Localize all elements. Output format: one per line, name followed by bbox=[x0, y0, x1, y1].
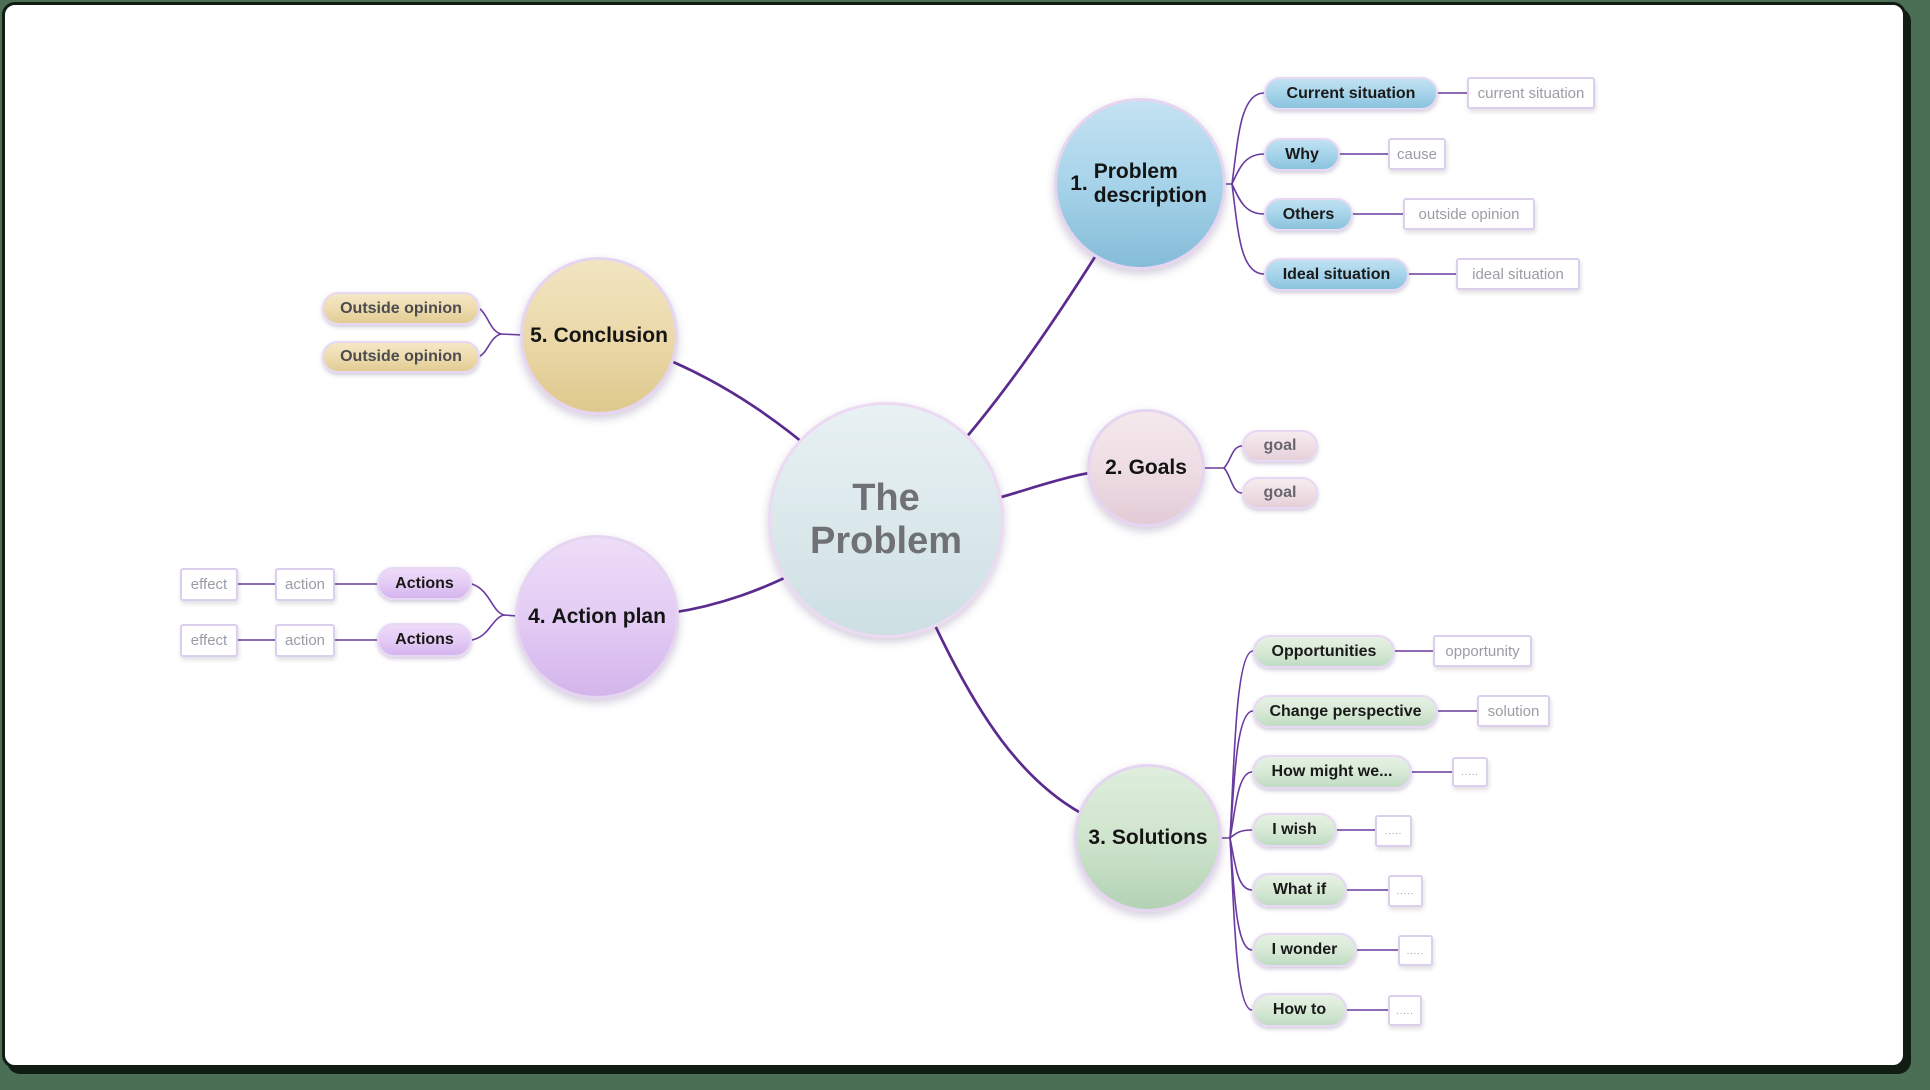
node-label: Current situation bbox=[1286, 84, 1416, 102]
note-others[interactable]: outside opinion bbox=[1403, 198, 1535, 230]
note-label: ..... bbox=[1406, 945, 1425, 956]
node-label: I wish bbox=[1272, 821, 1317, 838]
node-label: How might we... bbox=[1271, 763, 1393, 780]
node-root[interactable]: The Problem bbox=[768, 402, 1004, 638]
node-opportunities[interactable]: Opportunities bbox=[1253, 635, 1395, 668]
node-problem-description[interactable]: 1. Problem description bbox=[1054, 98, 1226, 270]
node-label: The Problem bbox=[809, 477, 963, 562]
node-label: Opportunities bbox=[1271, 642, 1377, 660]
node-change-perspective[interactable]: Change perspective bbox=[1253, 695, 1438, 728]
note-what-if[interactable]: ..... bbox=[1388, 875, 1423, 907]
node-actions-1[interactable]: Actions bbox=[377, 567, 472, 600]
node-number: 1. bbox=[1070, 172, 1088, 195]
node-number: 4. bbox=[528, 605, 546, 628]
note-opportunities[interactable]: opportunity bbox=[1433, 635, 1532, 667]
node-ideal-situation[interactable]: Ideal situation bbox=[1264, 258, 1409, 291]
node-label: Goals bbox=[1128, 456, 1187, 479]
note-label: ..... bbox=[1384, 826, 1403, 836]
node-how-might-we[interactable]: How might we... bbox=[1252, 755, 1412, 789]
node-number: 3. bbox=[1088, 826, 1106, 849]
note-label: current situation bbox=[1477, 84, 1585, 102]
note-effect-2[interactable]: effect bbox=[180, 624, 238, 657]
node-i-wonder[interactable]: I wonder bbox=[1252, 933, 1357, 967]
node-outside-opinion-1[interactable]: Outside opinion bbox=[322, 292, 480, 325]
node-label: What if bbox=[1272, 881, 1327, 898]
note-label: outside opinion bbox=[1418, 205, 1520, 223]
node-label: Others bbox=[1282, 205, 1335, 223]
node-label: Outside opinion bbox=[340, 299, 462, 317]
node-label: goal bbox=[1263, 484, 1297, 501]
node-label: Ideal situation bbox=[1282, 265, 1391, 283]
note-label: opportunity bbox=[1445, 642, 1520, 660]
node-label: Change perspective bbox=[1269, 702, 1422, 720]
note-i-wonder[interactable]: ..... bbox=[1398, 935, 1433, 966]
node-goal-2[interactable]: goal bbox=[1242, 477, 1318, 509]
node-label: How to bbox=[1272, 1001, 1327, 1018]
node-label: Why bbox=[1285, 145, 1319, 163]
node-label: Problem description bbox=[1093, 159, 1207, 207]
note-label: ..... bbox=[1396, 886, 1415, 896]
note-change-perspective[interactable]: solution bbox=[1477, 695, 1550, 727]
note-label: action bbox=[284, 576, 326, 593]
node-label: I wonder bbox=[1271, 941, 1338, 958]
node-label: Conclusion bbox=[553, 324, 668, 347]
note-action-1[interactable]: action bbox=[275, 568, 335, 601]
note-label: effect bbox=[190, 632, 228, 649]
node-goal-1[interactable]: goal bbox=[1242, 430, 1318, 462]
node-number: 5. bbox=[530, 324, 548, 347]
note-label: ..... bbox=[1461, 767, 1479, 777]
node-actions-2[interactable]: Actions bbox=[377, 623, 472, 657]
note-i-wish[interactable]: ..... bbox=[1375, 815, 1412, 847]
note-effect-1[interactable]: effect bbox=[180, 568, 238, 601]
node-label: Action plan bbox=[551, 605, 666, 628]
note-label: effect bbox=[190, 576, 228, 593]
node-label: goal bbox=[1263, 437, 1297, 454]
note-current-situation[interactable]: current situation bbox=[1467, 77, 1595, 109]
node-outside-opinion-2[interactable]: Outside opinion bbox=[322, 341, 480, 373]
note-how-might-we[interactable]: ..... bbox=[1452, 757, 1488, 787]
note-label: cause bbox=[1396, 145, 1438, 163]
node-what-if[interactable]: What if bbox=[1252, 873, 1347, 907]
node-conclusion[interactable]: 5. Conclusion bbox=[520, 257, 678, 415]
node-current-situation[interactable]: Current situation bbox=[1264, 77, 1438, 110]
note-how-to[interactable]: ..... bbox=[1388, 995, 1422, 1026]
node-why[interactable]: Why bbox=[1264, 138, 1340, 171]
note-label: action bbox=[284, 632, 326, 649]
note-label: solution bbox=[1487, 702, 1540, 720]
note-label: ideal situation bbox=[1472, 265, 1564, 283]
node-label: Actions bbox=[395, 631, 454, 648]
node-others[interactable]: Others bbox=[1264, 198, 1353, 231]
node-action-plan[interactable]: 4. Action plan bbox=[515, 535, 679, 699]
node-goals[interactable]: 2. Goals bbox=[1087, 409, 1205, 527]
node-label: Solutions bbox=[1111, 826, 1208, 849]
note-action-2[interactable]: action bbox=[275, 624, 335, 657]
node-label: Actions bbox=[395, 574, 454, 592]
node-solutions[interactable]: 3. Solutions bbox=[1074, 764, 1222, 912]
node-how-to[interactable]: How to bbox=[1252, 993, 1347, 1027]
note-label: ..... bbox=[1396, 1005, 1414, 1016]
note-why[interactable]: cause bbox=[1388, 138, 1446, 170]
node-i-wish[interactable]: I wish bbox=[1252, 813, 1337, 847]
note-ideal-situation[interactable]: ideal situation bbox=[1456, 258, 1580, 290]
node-number: 2. bbox=[1105, 456, 1123, 479]
node-label: Outside opinion bbox=[340, 348, 462, 365]
